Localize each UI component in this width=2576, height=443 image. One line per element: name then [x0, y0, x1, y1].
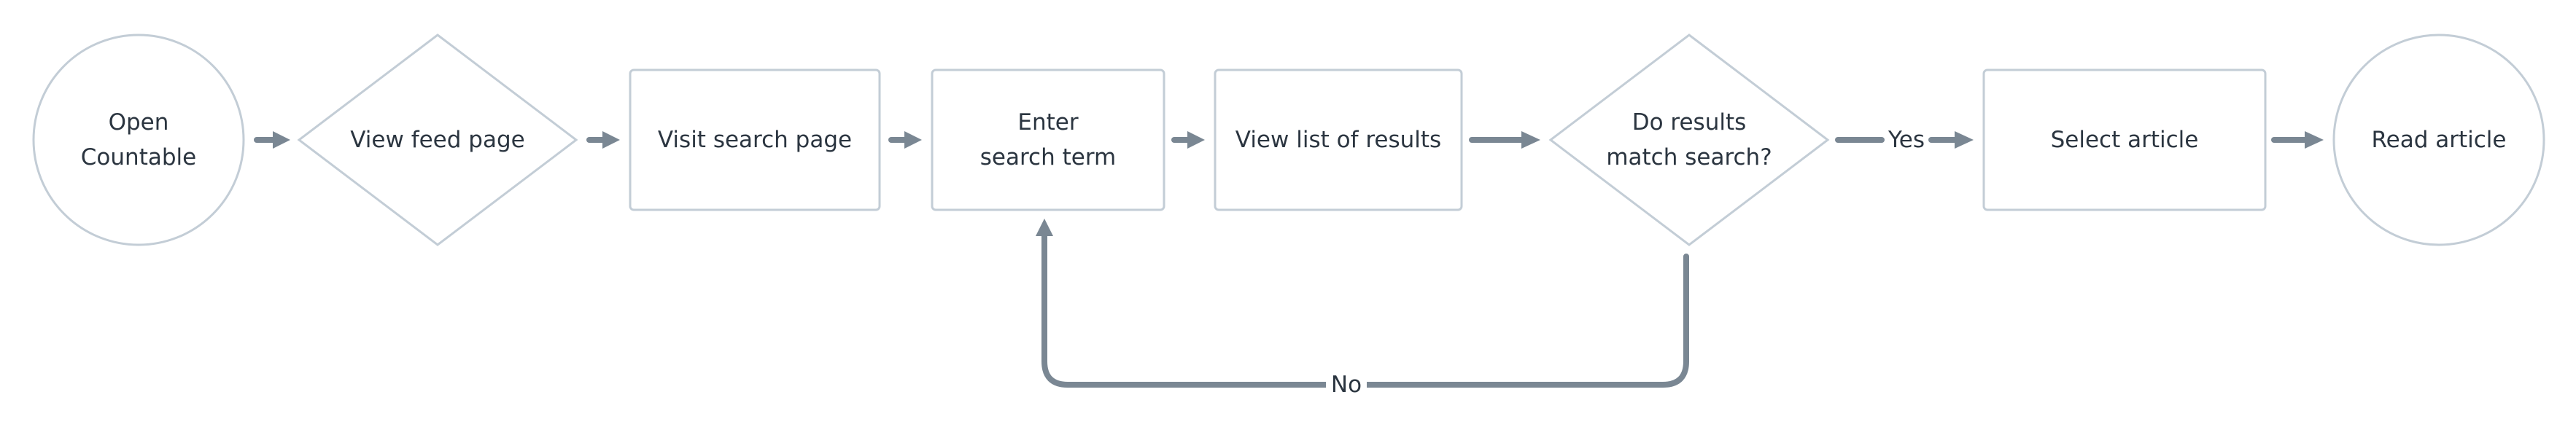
node-view-feed-page-label: View feed page: [350, 127, 524, 153]
node-view-feed-page: View feed page: [297, 34, 578, 246]
node-visit-search-page: Visit search page: [629, 68, 881, 211]
node-visit-search-page-label: Visit search page: [658, 127, 852, 153]
arrow-decision-yes: Yes: [1835, 127, 1974, 153]
node-select-article-label: Select article: [2051, 127, 2199, 153]
node-select-article: Select article: [1982, 68, 2267, 211]
arrow-select-to-read: [2271, 131, 2324, 149]
edge-label-yes: Yes: [1888, 127, 1925, 153]
arrow-enter-to-results: [1171, 131, 1205, 149]
arrow-results-to-decision: [1469, 131, 1540, 149]
edge-label-no: No: [1331, 372, 1362, 398]
node-view-list-of-results: View list of results: [1214, 68, 1463, 211]
node-view-list-of-results-label: View list of results: [1235, 127, 1441, 153]
arrow-search-to-enter: [888, 131, 922, 149]
arrow-open-to-feed: [254, 131, 290, 149]
node-read-article-label: Read article: [2372, 127, 2507, 153]
node-read-article: Read article: [2332, 34, 2545, 246]
arrow-feed-to-search: [586, 131, 620, 149]
arrow-decision-no-loop: No: [1036, 219, 1689, 399]
